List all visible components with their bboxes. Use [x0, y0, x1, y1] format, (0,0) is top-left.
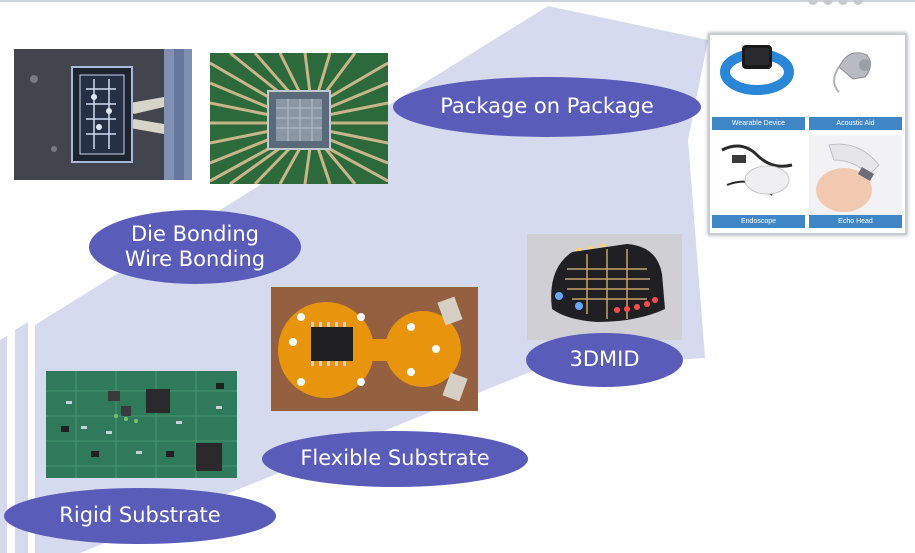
app-caption: Echo Head: [809, 215, 902, 228]
top-rule: [0, 0, 915, 2]
app-wearable-device: Wearable Device: [712, 37, 805, 130]
stage-label: Package on Package: [440, 94, 654, 119]
app-endoscope: Endoscope: [712, 135, 805, 228]
flexible-substrate-photo: [271, 287, 478, 411]
arrow-stripe-1: [15, 322, 28, 553]
applications-panel: Wearable Device Acoustic Aid Endoscope E…: [708, 33, 907, 235]
rigid-substrate-photo: [46, 371, 237, 478]
app-caption: Endoscope: [712, 215, 805, 228]
app-echo-head: Echo Head: [809, 135, 902, 228]
stage-rigid-substrate: Rigid Substrate: [4, 488, 276, 544]
hearing-aid-icon: [833, 52, 871, 93]
app-caption: Wearable Device: [712, 117, 805, 130]
stage-label-wire-bonding: Wire Bonding: [124, 247, 266, 271]
stage-label: 3DMID: [569, 347, 640, 372]
app-caption: Acoustic Aid: [809, 117, 902, 130]
smartwatch-icon: [720, 45, 794, 95]
3dmid-photo: [527, 234, 682, 340]
stage-die-wire-bonding: Die Bonding Wire Bonding: [89, 210, 301, 284]
endoscope-icon: [721, 144, 793, 196]
decorative-dots: [808, 0, 863, 5]
stage-flexible-substrate: Flexible Substrate: [262, 431, 528, 487]
stage-label-die-bonding: Die Bonding: [131, 221, 259, 246]
stage-label: Flexible Substrate: [300, 446, 490, 471]
ultrasound-head-icon: [809, 135, 902, 215]
wire-bonding-photo: [210, 53, 388, 184]
stage-package-on-package: Package on Package: [393, 77, 701, 137]
die-bonding-photo: [14, 49, 192, 180]
app-acoustic-aid: Acoustic Aid: [809, 37, 902, 130]
stage-3dmid: 3DMID: [526, 333, 683, 387]
arrow-stripe-2: [0, 336, 7, 553]
stage-label: Rigid Substrate: [59, 503, 221, 528]
